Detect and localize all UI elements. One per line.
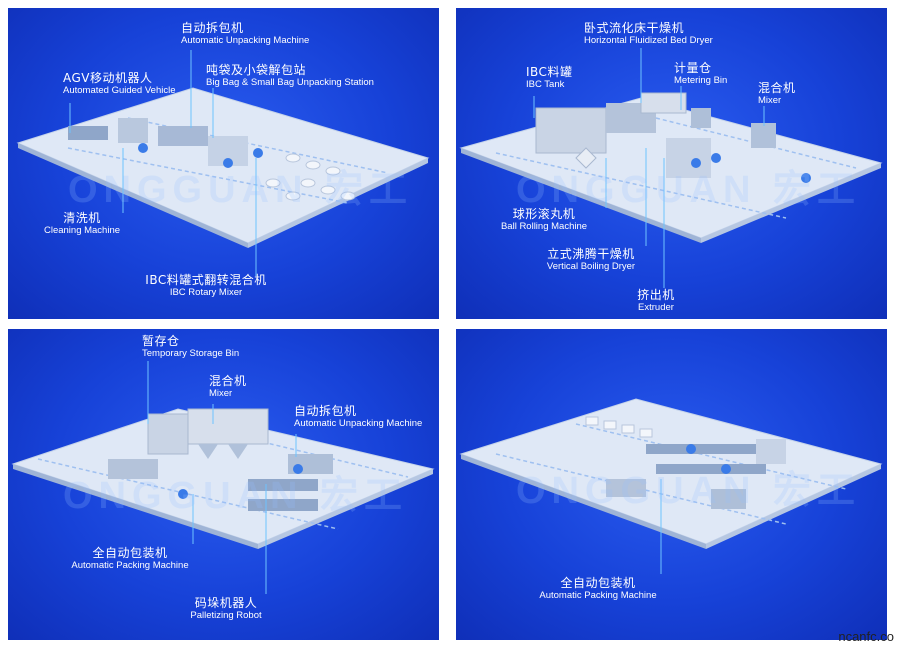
callout-automatic-unpacking-machine: 自动拆包机 Automatic Unpacking Machine xyxy=(294,404,423,429)
panel-drying-area: 卧式流化床干燥机 Horizontal Fluidized Bed Dryer … xyxy=(456,8,887,319)
watermark: ONGGUAN 宏工 xyxy=(68,169,414,211)
tank xyxy=(801,173,811,183)
floor-edge xyxy=(13,464,258,549)
machine xyxy=(756,439,786,464)
callout-vertical-boiling-dryer: 立式沸腾干燥机 Vertical Boiling Dryer xyxy=(546,247,636,272)
floor-edge xyxy=(258,469,433,549)
factory-floor-scene xyxy=(11,361,435,594)
ibc-bins xyxy=(265,153,356,201)
callout-agv: AGV移动机器人 Automated Guided Vehicle xyxy=(63,71,176,96)
watermark: ONGGUAN 宏工 xyxy=(516,470,862,512)
panel-production-line-overview: 全自动包装机 Automatic Packing Machine ONGGUAN… xyxy=(456,329,887,640)
factory-floor-scene xyxy=(16,50,430,276)
hopper xyxy=(198,444,218,459)
site-watermark: ncanfc.co xyxy=(838,629,894,644)
callout-mixer: 混合机 Mixer xyxy=(209,374,247,399)
panel-unpacking-area: 自动拆包机 Automatic Unpacking Machine AGV移动机… xyxy=(8,8,439,319)
watermark: ONGGUAN 宏工 xyxy=(516,169,862,211)
conveyor xyxy=(646,444,756,454)
floor-edge xyxy=(701,163,881,243)
callout-lines xyxy=(147,361,297,594)
callout-lines xyxy=(533,48,765,288)
callout-ibc-rotary-mixer: IBC料罐式翻转混合机 IBC Rotary Mixer xyxy=(145,273,267,298)
tank xyxy=(691,158,701,168)
tank xyxy=(293,464,303,474)
machine xyxy=(158,126,208,146)
callout-horizontal-fluidized-bed-dryer: 卧式流化床干燥机 Horizontal Fluidized Bed Dryer xyxy=(584,21,713,46)
callout-automatic-packing-machine: 全自动包装机 Automatic Packing Machine xyxy=(539,576,657,601)
floor-edge xyxy=(248,158,428,248)
callout-metering-bin: 计量仓 Metering Bin xyxy=(674,61,728,86)
tank xyxy=(711,153,721,163)
hopper xyxy=(228,444,248,459)
tank xyxy=(178,489,188,499)
callout-automatic-packing-machine: 全自动包装机 Automatic Packing Machine xyxy=(71,546,189,571)
callout-ball-rolling-machine: 球形滚丸机 Ball Rolling Machine xyxy=(500,207,588,232)
callout-ibc-tank: IBC料罐 IBC Tank xyxy=(526,65,573,90)
watermark: ONGGUAN 宏工 xyxy=(63,475,409,517)
machine xyxy=(118,118,148,143)
callout-big-bag-station: 吨袋及小袋解包站 Big Bag & Small Bag Unpacking S… xyxy=(206,63,374,88)
agv-path xyxy=(655,117,857,169)
mixer-unit xyxy=(751,123,776,148)
packing-machine xyxy=(108,459,158,479)
mixer-frame xyxy=(187,408,269,445)
factory-floor-scene xyxy=(459,48,883,288)
agv-path xyxy=(67,147,349,204)
callout-automatic-unpacking-machine: 自动拆包机 Automatic Unpacking Machine xyxy=(181,21,310,46)
floor-edge xyxy=(706,464,881,549)
tank xyxy=(253,148,263,158)
ball-rolling-machine xyxy=(575,147,597,169)
factory-floor-scene xyxy=(459,398,883,574)
callout-mixer: 混合机 Mixer xyxy=(758,81,796,106)
packing-machine xyxy=(606,479,646,497)
agv-path xyxy=(575,423,847,490)
callout-palletizing-robot: 码垛机器人 Palletizing Robot xyxy=(190,596,262,621)
conveyor xyxy=(656,464,766,474)
floor-edge xyxy=(461,148,701,243)
floor-edge xyxy=(18,143,248,248)
floor-edge xyxy=(461,454,706,549)
machine xyxy=(68,126,108,140)
tank xyxy=(138,143,148,153)
fluidized-bed xyxy=(640,92,687,114)
robot-cells xyxy=(585,416,653,438)
panel-packing-area: 暂存仓 Temporary Storage Bin 混合机 Mixer 自动拆包… xyxy=(8,329,439,640)
storage-bin-frame xyxy=(147,413,189,455)
machine xyxy=(711,489,746,509)
ibc-tank-frame xyxy=(535,107,607,154)
callout-extruder: 挤出机 Extruder xyxy=(637,288,675,313)
callout-temporary-storage-bin: 暂存仓 Temporary Storage Bin xyxy=(142,334,240,359)
tank xyxy=(686,444,696,454)
tank xyxy=(721,464,731,474)
callout-lines xyxy=(69,50,257,276)
metering-bin xyxy=(691,108,711,128)
boiling-dryer xyxy=(666,138,711,178)
agv-path xyxy=(495,152,787,219)
callout-cleaning-machine: 清洗机 Cleaning Machine xyxy=(43,211,121,236)
tank xyxy=(223,158,233,168)
